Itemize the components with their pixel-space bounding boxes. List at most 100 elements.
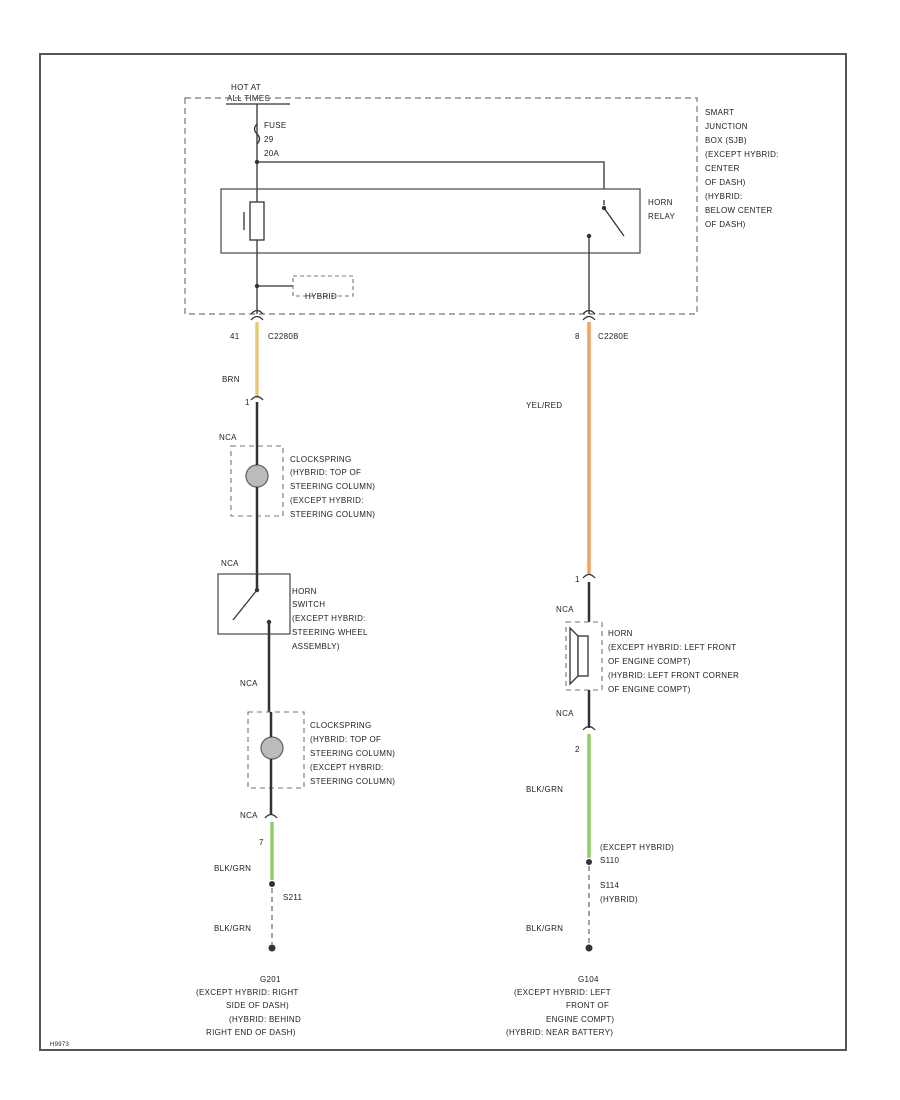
ground-g104-line-3: FRONT OF [566,1001,609,1010]
right-blkgrn-label-1: BLK/GRN [526,785,563,794]
relay-switch-arm-icon [603,207,625,237]
horn-outline [565,621,603,691]
splice-s114-label: S114 [600,881,620,890]
sjb-line-1: SMART [705,108,734,117]
clockspring-1-line-4: (EXCEPT HYBRID: [290,496,364,505]
right-nca-1: NCA [556,605,574,614]
left-connector-name: C2280B [268,332,299,341]
fuse-number: 29 [264,135,274,144]
brn-wire-label: BRN [222,375,240,384]
ground-g104-line-5: (HYBRID: NEAR BATTERY) [506,1028,613,1037]
clockspring-1-line-1: CLOCKSPRING [290,455,352,464]
horn-switch-line-3: (EXCEPT HYBRID: [292,614,366,623]
horn-icon [569,626,579,686]
sjb-line-9: OF DASH) [705,220,746,229]
relay-label-2: RELAY [648,212,676,221]
sjb-outline [184,97,698,315]
sjb-line-3: BOX (SJB) [705,136,747,145]
left-connector-c2280b-icon [250,309,264,315]
splice-s110-label: S110 [600,856,620,865]
ground-g104-line-4: ENGINE COMPT) [546,1015,614,1024]
ground-g104-icon [585,944,593,952]
clockspring-1-line-3: STEERING COLUMN) [290,482,375,491]
horn-switch-line-1: HORN [292,587,317,596]
left-nca-1: NCA [219,433,237,442]
ground-g201-line-5: RIGHT END OF DASH) [206,1028,296,1037]
left-blkgrn-label-1: BLK/GRN [214,864,251,873]
sjb-line-8: BELOW CENTER [705,206,773,215]
horn-switch-line-5: ASSEMBLY) [292,642,340,651]
right-pin-1-connector-icon [582,573,596,579]
right-blkgrn-label-2: BLK/GRN [526,924,563,933]
splice-s211-dot [269,881,275,887]
right-connector-pin: 8 [575,332,580,341]
horn-switch-arm-icon [232,589,258,621]
left-pin-1: 1 [245,398,250,407]
left-connector-pin: 41 [230,332,240,341]
right-pin-2: 2 [575,745,580,754]
clockspring-2-line-3: STEERING COLUMN) [310,749,395,758]
splice-hybrid: (HYBRID) [600,895,638,904]
left-connector-c2280b-icon-2 [250,315,264,321]
hot-at-label: HOT AT [231,83,261,92]
right-connector-c2280e-icon [582,309,596,315]
horn-switch-line-2: SWITCH [292,600,325,609]
relay-feed-wire [257,161,605,200]
ground-g104-line-1: G104 [578,975,599,984]
clockspring-2-line-1: CLOCKSPRING [310,721,372,730]
relay-label-1: HORN [648,198,673,207]
clockspring-2-line-2: (HYBRID: TOP OF [310,735,381,744]
clockspring-1-line-2: (HYBRID: TOP OF [290,468,361,477]
fuse-label: FUSE [264,121,287,130]
horn-switch-line-4: STEERING WHEEL [292,628,368,637]
sjb-line-6: OF DASH) [705,178,746,187]
sjb-line-5: CENTER [705,164,740,173]
diagram-frame [39,53,847,1051]
clockspring-1-icon [245,464,269,488]
right-nca-2: NCA [556,709,574,718]
ground-g201-line-3: SIDE OF DASH) [226,1001,289,1010]
fuse-rating: 20A [264,149,279,158]
horn-body-icon [577,635,589,677]
clockspring-2-line-5: STEERING COLUMN) [310,777,395,786]
horn-line-4: (HYBRID: LEFT FRONT CORNER [608,671,739,680]
splice-except-hybrid: (EXCEPT HYBRID) [600,843,674,852]
splice-s211-label: S211 [283,893,303,902]
horn-relay-box [220,188,641,254]
right-connector-c2280e-icon-2 [582,315,596,321]
right-connector-name: C2280E [598,332,629,341]
ground-g104-line-2: (EXCEPT HYBRID: LEFT [514,988,611,997]
yelred-wire-label: YEL/RED [526,401,562,410]
sjb-line-7: (HYBRID: [705,192,743,201]
left-pin-7-connector-icon [264,813,278,819]
right-pin-2-connector-icon [582,725,596,731]
horn-line-2: (EXCEPT HYBRID: LEFT FRONT [608,643,736,652]
left-pin-2: 7 [259,838,264,847]
horn-line-5: OF ENGINE COMPT) [608,685,691,694]
diagram-code: H9973 [50,1042,70,1048]
ground-g201-line-1: G201 [260,975,281,984]
fuse-icon [253,123,261,145]
clockspring-2-outline [247,711,305,789]
left-nca-4: NCA [240,811,258,820]
right-pin-1: 1 [575,575,580,584]
left-blkgrn-label-2: BLK/GRN [214,924,251,933]
ground-g201-line-2: (EXCEPT HYBRID: RIGHT [196,988,299,997]
left-pin-1-connector-icon [250,395,264,401]
hybrid-tag-label: HYBRID [305,292,337,301]
left-nca-2: NCA [221,559,239,568]
clockspring-1-line-5: STEERING COLUMN) [290,510,375,519]
horn-switch-box [217,573,291,635]
clockspring-2-line-4: (EXCEPT HYBRID: [310,763,384,772]
relay-coil-icon [249,201,265,241]
horn-line-3: OF ENGINE COMPT) [608,657,691,666]
left-nca-3: NCA [240,679,258,688]
horn-line-1: HORN [608,629,633,638]
sjb-line-4: (EXCEPT HYBRID: [705,150,779,159]
sjb-line-2: JUNCTION [705,122,748,131]
ground-g201-line-4: (HYBRID: BEHIND [229,1015,301,1024]
ground-g201-icon [268,944,276,952]
splice-s110-dot [586,859,592,865]
clockspring-2-icon [260,736,284,760]
